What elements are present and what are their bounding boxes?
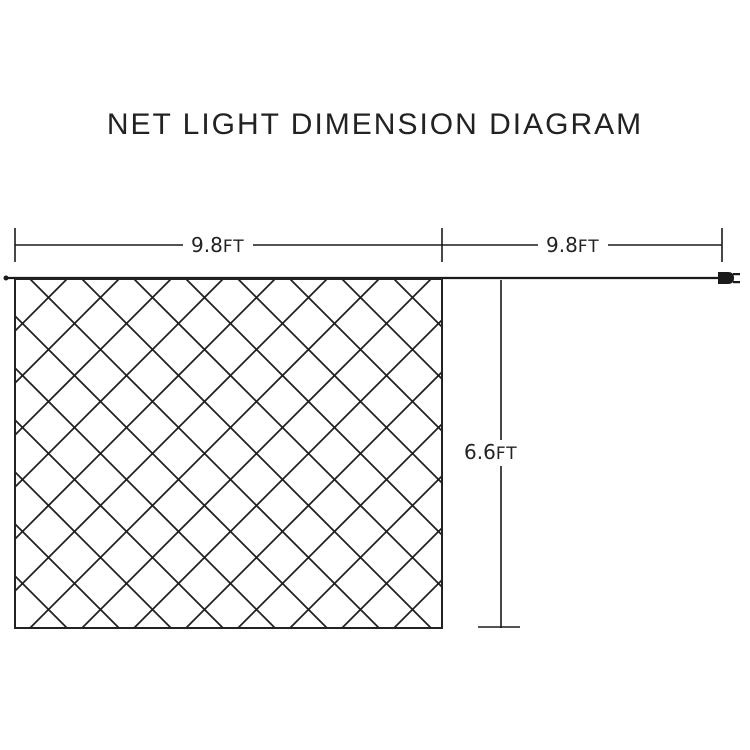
lead-value: 9.8 bbox=[546, 233, 578, 257]
mesh-strand bbox=[706, 279, 750, 628]
mesh-strand bbox=[498, 279, 750, 628]
mesh-strand bbox=[15, 626, 16, 628]
mesh-strand bbox=[133, 318, 442, 628]
mesh-strand bbox=[289, 474, 442, 628]
net-light-mesh bbox=[14, 278, 750, 629]
mesh-strand bbox=[29, 279, 380, 628]
mesh-strand bbox=[15, 279, 328, 593]
width-value: 9.8 bbox=[191, 233, 223, 257]
width-label: 9.8FT bbox=[183, 233, 253, 259]
mesh-strand bbox=[289, 279, 442, 433]
height-label: 6.6FT bbox=[456, 440, 526, 466]
lead-label: 9.8FT bbox=[538, 233, 608, 259]
mesh-strand bbox=[550, 279, 750, 628]
mesh-strand bbox=[602, 279, 750, 628]
mesh-strand bbox=[15, 279, 276, 541]
mesh-strand bbox=[341, 526, 442, 628]
mesh-strand bbox=[15, 366, 276, 628]
mesh-strand bbox=[341, 279, 442, 381]
height-value: 6.6 bbox=[464, 440, 496, 464]
mesh-strand bbox=[15, 279, 172, 437]
mesh-strand bbox=[602, 279, 750, 628]
net-frame bbox=[14, 278, 443, 629]
lead-unit: FT bbox=[577, 237, 600, 257]
wire-end-dot bbox=[3, 275, 9, 281]
mesh-strand bbox=[15, 279, 16, 281]
diagram-title: NET LIGHT DIMENSION DIAGRAM bbox=[106, 108, 644, 141]
mesh-strand bbox=[81, 279, 432, 628]
mesh-strand bbox=[550, 279, 750, 628]
mesh-strand bbox=[237, 422, 442, 628]
mesh-strand bbox=[706, 279, 750, 628]
mesh-strand bbox=[15, 279, 224, 489]
mesh-strand bbox=[15, 574, 68, 628]
mesh-strand bbox=[498, 279, 750, 628]
mesh-strand bbox=[15, 279, 120, 385]
mesh-strand bbox=[15, 470, 172, 628]
mesh-strand bbox=[654, 279, 750, 628]
mesh-strand bbox=[393, 279, 442, 329]
mesh-strand bbox=[15, 418, 224, 628]
mesh-strand bbox=[15, 522, 120, 628]
height-unit: FT bbox=[495, 444, 518, 464]
width-unit: FT bbox=[222, 237, 245, 257]
mesh-strand bbox=[15, 279, 68, 333]
mesh-strand bbox=[654, 279, 750, 628]
mesh-strand bbox=[185, 370, 442, 628]
plug-icon bbox=[718, 272, 740, 284]
mesh-strand bbox=[393, 578, 442, 628]
